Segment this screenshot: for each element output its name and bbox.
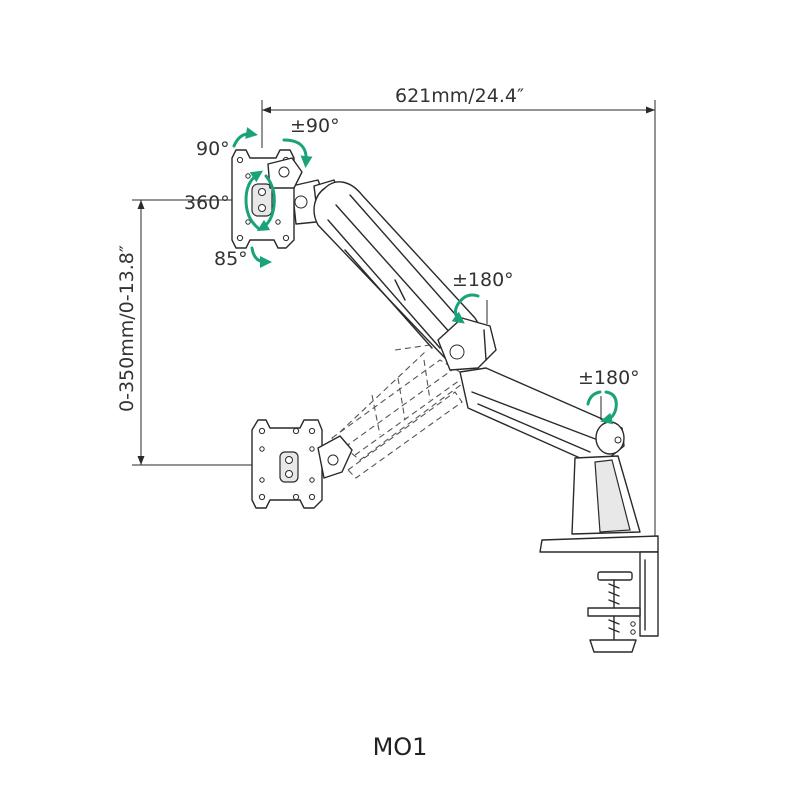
base-swivel-arrow-icon: [600, 390, 618, 425]
model-name: MO1: [373, 733, 428, 761]
tilt-85-arrow-icon: [250, 246, 272, 268]
upper-vesa-plate: [231, 149, 303, 249]
elbow-swivel-label: ±180°: [452, 269, 514, 291]
tilt-top-arrow-icon: [282, 138, 313, 168]
rotation-arrows: [232, 127, 618, 425]
rotate-360-label: 360°: [184, 192, 230, 214]
height-dimension: 0-350mm/0-13.8″: [116, 199, 262, 466]
lowered-vesa-plate: [251, 419, 353, 509]
elbow-swivel-arrow-icon: [451, 293, 480, 324]
lowered-arm-ghost: [331, 344, 471, 479]
rotate-90-label: 90°: [196, 138, 230, 160]
upper-arm: [291, 179, 497, 371]
rotate-90-arrow-icon: [232, 127, 258, 148]
reach-dimension: 621mm/24.4″: [261, 85, 656, 545]
height-label: 0-350mm/0-13.8″: [116, 245, 138, 412]
rotate-360-arrow-icon-2: [256, 174, 276, 232]
pole-and-clamp: [539, 455, 659, 653]
lower-arm: [459, 367, 625, 463]
tilt-top-label: ±90°: [290, 115, 340, 137]
reach-label: 621mm/24.4″: [395, 85, 524, 107]
rotate-360-arrow-icon: [244, 170, 263, 230]
base-swivel-label: ±180°: [578, 367, 640, 389]
tilt-85-label: 85°: [214, 248, 248, 270]
